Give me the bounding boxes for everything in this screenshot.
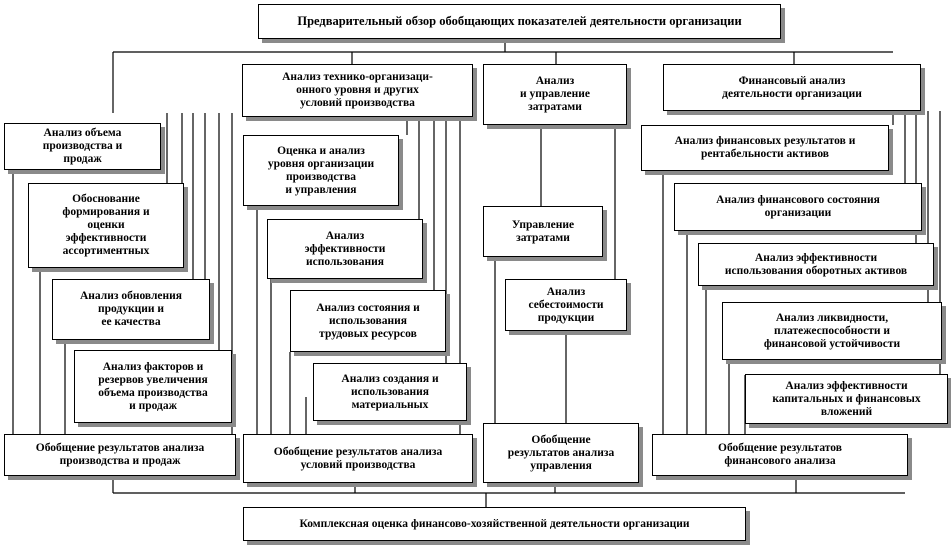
header-costs: Анализ и управление затратами [483, 64, 627, 125]
item-cost-of-production: Анализ себестоимости продукции [505, 279, 627, 331]
item-current-assets: Анализ эффективности использования оборо… [698, 243, 934, 286]
item-material-resources: Анализ создания и использования материал… [313, 363, 467, 421]
item-financial-results: Анализ финансовых результатов и рентабел… [641, 125, 889, 171]
item-usage-efficiency: Анализ эффективности использования [267, 219, 423, 279]
top-overview-box: Предварительный обзор обобщающих показат… [258, 4, 781, 39]
item-assortment-formation: Обоснование формирования и оценки эффект… [28, 183, 184, 268]
bottom-comprehensive-assessment: Комплексная оценка финансово-хозяйственн… [243, 507, 746, 541]
item-cost-management: Управление затратами [483, 206, 603, 257]
item-production-volume: Анализ объема производства и продаж [4, 123, 161, 170]
summary-production-conditions: Обобщение результатов анализа условий пр… [243, 434, 473, 483]
item-capital-investments: Анализ эффективности капитальных и финан… [745, 374, 948, 424]
item-product-renewal: Анализ обновления продукции и ее качеств… [52, 279, 210, 340]
item-liquidity-solvency: Анализ ликвидности, платежеспособности и… [722, 302, 942, 360]
summary-production-sales: Обобщение результатов анализа производст… [4, 434, 236, 476]
item-organization-level: Оценка и анализ уровня организации произ… [243, 135, 399, 206]
header-technical-organizational: Анализ технико-организаци- онного уровня… [242, 64, 473, 117]
summary-cost-management: Обобщение результатов анализа управления [483, 423, 639, 483]
header-financial: Финансовый анализ деятельности организац… [663, 64, 921, 111]
item-growth-factors: Анализ факторов и резервов увеличения об… [74, 350, 232, 423]
item-financial-condition: Анализ финансового состояния организации [674, 183, 922, 231]
summary-financial-analysis: Обобщение результатов финансового анализ… [652, 434, 908, 476]
item-labor-resources: Анализ состояния и использования трудовы… [290, 290, 446, 352]
